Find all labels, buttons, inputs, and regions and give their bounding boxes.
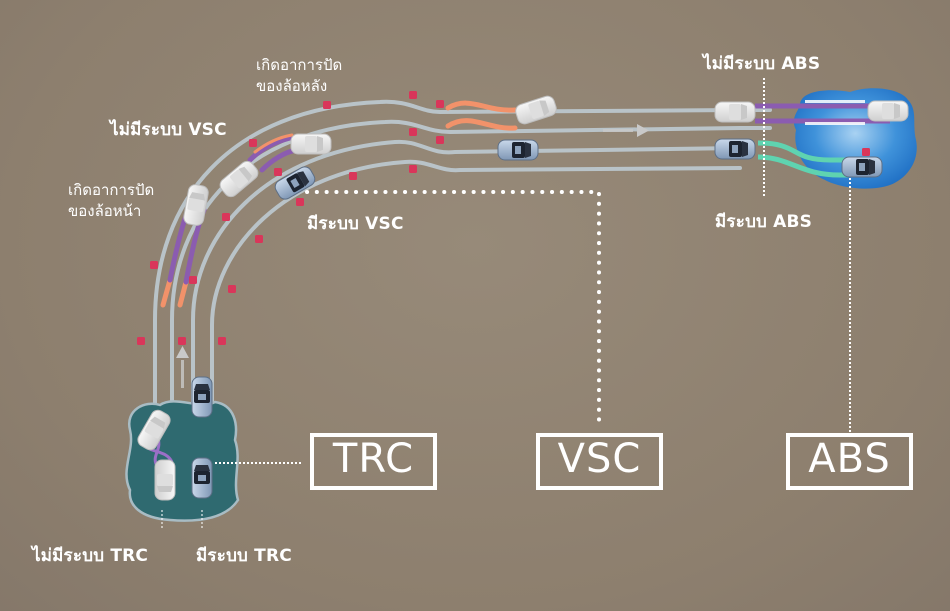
cone-marker-icon bbox=[409, 128, 417, 136]
with-trc-label: มีระบบ TRC bbox=[196, 546, 292, 566]
with-abs-label: มีระบบ ABS bbox=[715, 212, 813, 232]
car-top-view-icon bbox=[497, 139, 539, 161]
cone-marker-icon bbox=[436, 100, 444, 108]
lane-line-1 bbox=[153, 99, 742, 442]
cone-marker-icon bbox=[296, 198, 304, 206]
cone-marker-icon bbox=[150, 261, 158, 269]
cone-marker-icon bbox=[218, 337, 226, 345]
car-top-view-icon bbox=[191, 457, 213, 499]
road-lanes bbox=[153, 99, 772, 442]
car-top-view-icon bbox=[182, 183, 210, 227]
vsc-system-box: VSC bbox=[536, 433, 663, 490]
cone-marker-icon bbox=[189, 276, 197, 284]
abs-green-track-bottom bbox=[757, 154, 850, 178]
cone-marker-icon bbox=[349, 172, 357, 180]
car-top-view-icon bbox=[513, 93, 559, 127]
trc-puddle bbox=[125, 400, 240, 522]
car-top-view-icon bbox=[714, 101, 756, 123]
cone-marker-icon bbox=[274, 168, 282, 176]
front-skid-label: เกิดอาการปัด ของล้อหน้า bbox=[68, 180, 154, 222]
abs-system-box: ABS bbox=[786, 433, 913, 490]
cone-marker-icon bbox=[323, 101, 331, 109]
with-vsc-label: มีระบบ VSC bbox=[307, 214, 404, 234]
cone-marker-icon bbox=[228, 285, 236, 293]
direction-arrow-icon bbox=[603, 124, 649, 137]
without-trc-label: ไม่มีระบบ TRC bbox=[32, 546, 149, 566]
cone-marker-icon bbox=[222, 213, 230, 221]
lane-line-3 bbox=[191, 139, 742, 442]
cone-marker-icon bbox=[436, 136, 444, 144]
cone-marker-icon bbox=[255, 235, 263, 243]
without-abs-label: ไม่มีระบบ ABS bbox=[703, 54, 821, 74]
car-top-view-icon bbox=[841, 156, 883, 178]
car-top-view-icon bbox=[714, 138, 756, 160]
car-top-view-icon bbox=[154, 459, 176, 501]
direction-arrow-icon bbox=[176, 346, 189, 388]
rear-skid-label: เกิดอาการปัด ของล้อหลัง bbox=[256, 55, 342, 97]
lane-line-4 bbox=[210, 159, 742, 442]
trc-system-box: TRC bbox=[310, 433, 437, 490]
car-top-view-icon bbox=[191, 376, 213, 418]
cone-marker-icon bbox=[409, 165, 417, 173]
car-top-view-icon bbox=[290, 133, 332, 155]
abs-green-track-top bbox=[757, 140, 850, 163]
cone-marker-icon bbox=[178, 337, 186, 345]
rear-skid-label-line2: ของล้อหลัง bbox=[256, 77, 328, 95]
cone-marker-icon bbox=[409, 91, 417, 99]
leader-lines bbox=[161, 78, 851, 530]
cone-marker-icon bbox=[249, 139, 257, 147]
water-splash bbox=[805, 100, 865, 125]
front-skid-label-line1: เกิดอาการปัด bbox=[68, 181, 155, 199]
cone-markers bbox=[137, 91, 870, 345]
vsc-leader-line bbox=[305, 190, 601, 429]
rear-skid-label-line1: เกิดอาการปัด bbox=[256, 56, 343, 74]
front-skid-label-line2: ของล้อหน้า bbox=[68, 202, 142, 220]
without-vsc-label: ไม่มีระบบ VSC bbox=[110, 120, 227, 140]
car-top-view-icon bbox=[867, 100, 909, 122]
abs-skid-marks bbox=[755, 103, 890, 178]
cone-marker-icon bbox=[137, 337, 145, 345]
cone-marker-icon bbox=[862, 148, 870, 156]
